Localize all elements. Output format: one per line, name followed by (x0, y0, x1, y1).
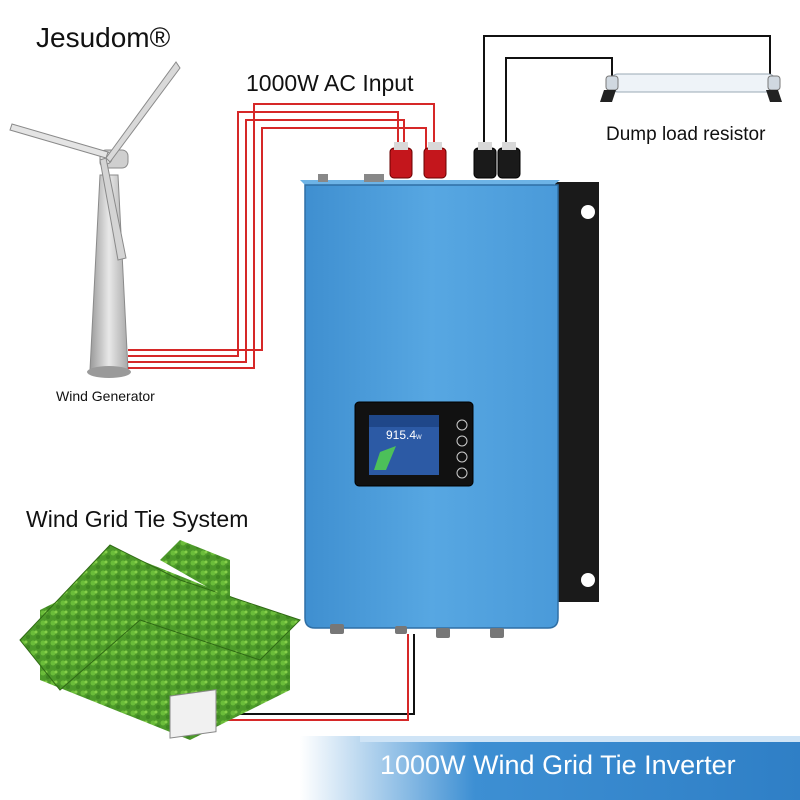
power-value: 915.4 (386, 428, 417, 442)
mounting-bracket (555, 182, 599, 602)
ac-input-wires (128, 103, 435, 369)
bottom-banner (300, 736, 800, 800)
grass-house (19, 540, 301, 740)
brand-logo: Jesudom® (36, 22, 171, 53)
wind-turbine (9, 61, 181, 378)
dump-load-wires (483, 35, 771, 160)
dump-load-resistor (600, 73, 782, 102)
lcd-reading: 915.4W (386, 428, 422, 442)
power-unit: W (416, 435, 422, 441)
grid-wires (202, 634, 415, 721)
ac-input-label: 1000W AC Input (246, 70, 414, 96)
dump-terminals (473, 142, 521, 179)
lcd-panel (354, 401, 474, 487)
dump-load-label: Dump load resistor (606, 124, 766, 145)
ac-terminals (389, 142, 447, 179)
banner-title: 1000W Wind Grid Tie Inverter (380, 750, 736, 780)
system-label: Wind Grid Tie System (26, 506, 249, 532)
wind-generator-label: Wind Generator (56, 388, 155, 404)
